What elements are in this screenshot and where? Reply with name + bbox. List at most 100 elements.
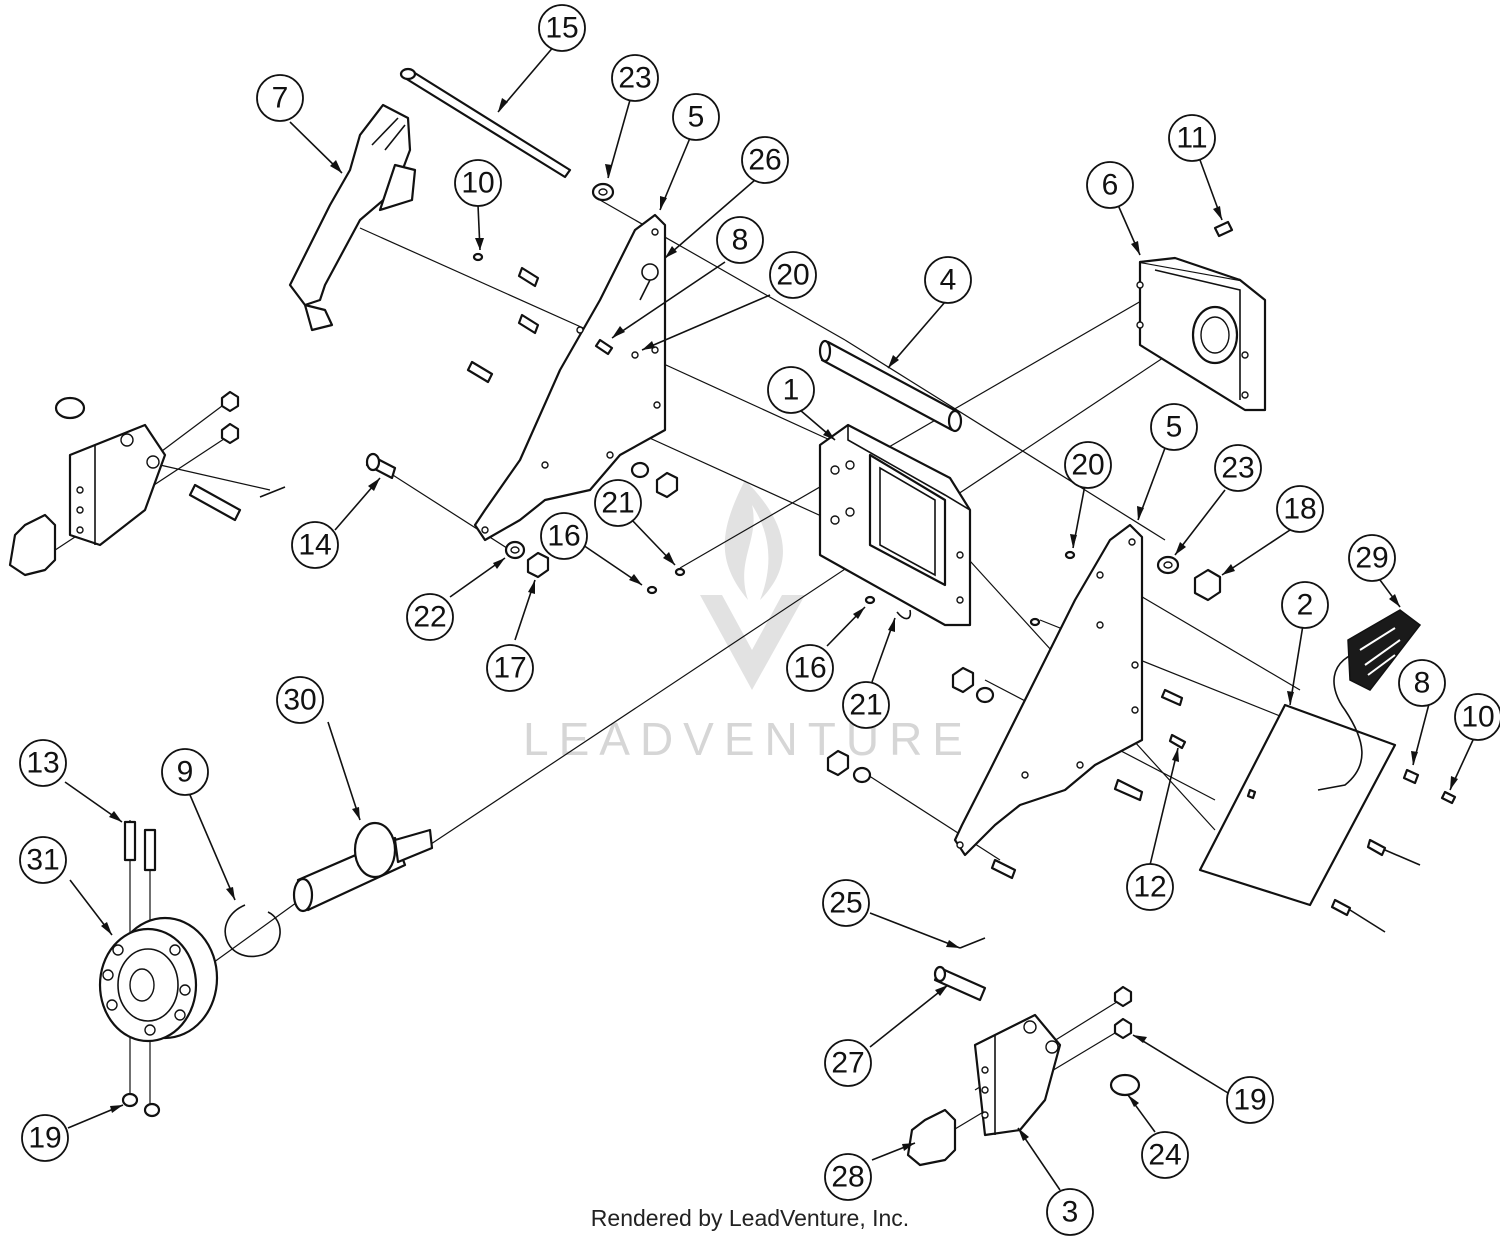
callout-28-label: 28 [831,1161,864,1194]
callout-23b: 23 [1214,444,1262,492]
callout-5b-label: 5 [1166,411,1183,444]
callout-13-label: 13 [26,747,59,780]
pin-part-21-right [896,609,912,620]
callout-13: 13 [19,739,67,787]
nuts-part-19-lower [1113,985,1133,1040]
decal-part-29 [1347,609,1422,691]
callout-10b-label: 10 [1461,701,1494,734]
callout-28: 28 [824,1153,872,1201]
bolts-left-plate [466,252,614,384]
callout-16a: 16 [540,512,588,560]
callout-14-label: 14 [298,529,331,562]
shaft-part-15 [399,67,572,179]
callout-18: 18 [1276,485,1324,533]
callout-27: 27 [824,1039,872,1087]
callout-30: 30 [276,676,324,724]
callout-19b-label: 19 [28,1122,61,1155]
screw-part-11 [1213,220,1234,238]
lever-arm-part-7 [288,103,417,332]
callout-17-label: 17 [493,652,526,685]
bolts-right-plate [990,617,1187,880]
bolt-part-14 [365,452,397,480]
clip-part-24 [1109,1073,1141,1097]
callout-29: 29 [1348,534,1396,582]
callout-10b: 10 [1454,693,1500,741]
bracket-part-3 [973,1013,1062,1137]
callout-11-label: 11 [1176,122,1207,155]
callout-2: 2 [1281,581,1329,629]
watermark-text: LEADVENTURE [523,713,973,765]
callout-19a: 19 [1226,1076,1274,1124]
callout-8b-label: 8 [1414,667,1431,700]
callout-11: 11 [1168,114,1216,162]
callout-21b-label: 21 [849,689,882,722]
callout-14: 14 [291,521,339,569]
pin-part-16-right [864,595,876,605]
callout-24: 24 [1141,1131,1189,1179]
callout-9-label: 9 [177,756,194,789]
callout-16a-label: 16 [547,520,580,553]
callout-17: 17 [486,644,534,692]
pin-part-21-left [674,567,686,577]
callout-1-label: 1 [783,374,800,407]
side-plate-part-5-right [953,523,1144,857]
callout-27-label: 27 [831,1047,864,1080]
bolts-part-13 [121,820,161,1118]
callout-26: 26 [741,136,789,184]
callout-20a: 20 [769,251,817,299]
callout-31: 31 [19,836,67,884]
hub-part-31 [98,916,219,1043]
footer-credit: Rendered by LeadVenture, Inc. [591,1205,909,1231]
callout-7-label: 7 [272,82,289,115]
callout-10a: 10 [454,159,502,207]
clip-part-26 [639,263,659,301]
callout-30-label: 30 [283,684,316,717]
callout-31-label: 31 [26,844,59,877]
callout-25-label: 25 [829,887,862,920]
callout-20b-label: 20 [1071,449,1104,482]
bearing-housing-part-6 [1136,256,1267,412]
callout-5b: 5 [1150,403,1198,451]
callout-23a-label: 23 [618,62,651,95]
callout-5a: 5 [672,93,720,141]
callout-22: 22 [406,593,454,641]
tube-part-4 [818,339,963,433]
callout-8b: 8 [1398,659,1446,707]
callout-9: 9 [161,748,209,796]
callout-20b: 20 [1064,441,1112,489]
callout-24-label: 24 [1148,1139,1181,1172]
callout-25: 25 [822,879,870,927]
u-bolt-part-28 [906,1108,957,1167]
callout-23a: 23 [611,54,659,102]
callout-10a-label: 10 [461,167,494,200]
callout-4-label: 4 [940,264,957,297]
callout-1: 1 [767,366,815,414]
nut-part-17 [526,551,550,579]
callout-4: 4 [924,256,972,304]
washer-part-23-upper [591,182,615,202]
callout-22-label: 22 [413,601,446,634]
side-plate-part-5-left [473,213,667,542]
callout-19b: 19 [21,1114,69,1162]
callout-3: 3 [1046,1188,1094,1236]
callout-21b: 21 [842,681,890,729]
callout-3-label: 3 [1062,1196,1079,1229]
callout-20a-label: 20 [776,259,809,292]
bracket-assembly-upper-left [8,390,286,577]
callout-2-label: 2 [1297,589,1314,622]
cotter-part-25 [959,937,986,949]
callout-7: 7 [256,74,304,122]
callout-19a-label: 19 [1233,1084,1266,1117]
callout-18-label: 18 [1283,493,1316,526]
callout-8a: 8 [716,216,764,264]
callout-29-label: 29 [1355,542,1388,575]
shield-part-2 [1198,649,1457,933]
gearbox-plate-part-1 [818,423,972,627]
pin-part-20-right [1064,550,1076,560]
callout-5a-label: 5 [688,101,705,134]
callout-16b-label: 16 [793,652,826,685]
coupler-part-30 [292,821,434,913]
callout-8a-label: 8 [732,224,749,257]
callout-6-label: 6 [1102,169,1119,202]
pin-part-16-left [646,585,658,595]
